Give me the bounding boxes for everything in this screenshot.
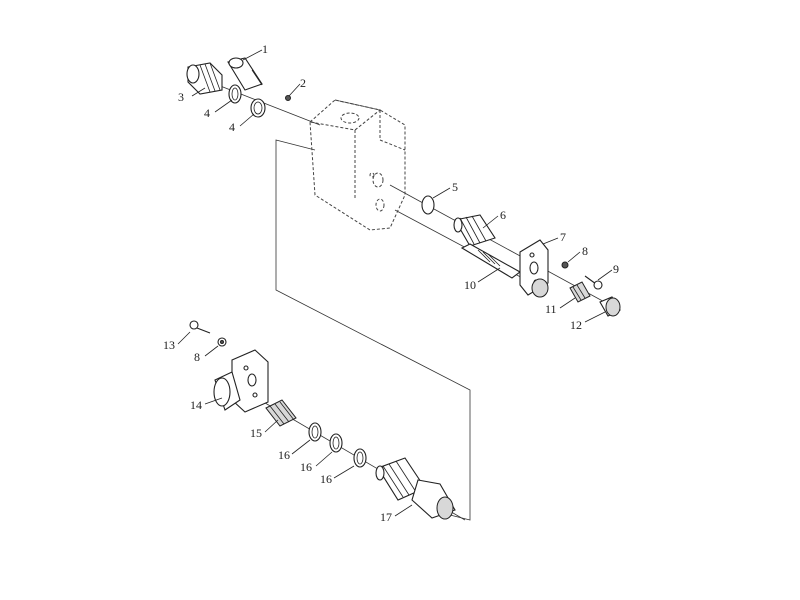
part-4-o-ring-a: [228, 84, 242, 104]
part-8-washer-lower-hole: [220, 340, 224, 344]
part-15-spring: [265, 399, 297, 427]
callout-3: 3: [178, 90, 184, 104]
part-16-o-ring-b-inner: [332, 436, 340, 450]
connector-bracket-line: [275, 139, 471, 521]
callout-6: 6: [500, 208, 506, 222]
part-11-spring: [569, 281, 591, 303]
callout-4-b: 4: [229, 120, 235, 134]
part-16-o-ring-a: [308, 422, 322, 442]
callout-10: 10: [464, 278, 476, 292]
part-17-cartridge-valve: [375, 457, 456, 520]
callout-13: 13: [163, 338, 175, 352]
part-5-o-ring: [421, 195, 435, 215]
part-16-o-ring-c-inner: [356, 451, 364, 465]
callout-8-upper: 8: [582, 244, 588, 258]
callout-12: 12: [570, 318, 582, 332]
part-9-screw: [584, 275, 603, 290]
callout-5: 5: [452, 180, 458, 194]
part-4-o-ring-b: [250, 98, 266, 118]
callout-8-lower: 8: [194, 350, 200, 364]
part-4-o-ring-b-inner: [253, 101, 263, 115]
callout-16-a: 16: [278, 448, 290, 462]
part-14-end-cover: [213, 349, 269, 413]
part-8-washer-upper: [561, 261, 569, 269]
callout-17: 17: [380, 510, 392, 524]
leader-lines: [177, 49, 613, 517]
callout-2: 2: [300, 76, 306, 90]
part-16-o-ring-a-inner: [311, 425, 319, 439]
callout-9: 9: [613, 262, 619, 276]
part-12-cap: [599, 296, 621, 317]
part-4-o-ring-a-inner: [231, 87, 239, 101]
callout-7: 7: [560, 230, 566, 244]
part-13-bolt: [189, 320, 211, 334]
part-7-flange-plate: [519, 239, 549, 298]
part-10-stem: [460, 243, 522, 279]
callout-1: 1: [262, 42, 268, 56]
part-6-spool: [453, 214, 496, 247]
callout-16-b: 16: [300, 460, 312, 474]
part-3-plug: [186, 62, 223, 95]
part-1-pin: [227, 57, 263, 91]
part-16-o-ring-b: [329, 433, 343, 453]
callout-16-c: 16: [320, 472, 332, 486]
callout-4-a: 4: [204, 106, 210, 120]
callout-11: 11: [545, 302, 557, 316]
callout-15: 15: [250, 426, 262, 440]
part-16-o-ring-c: [353, 448, 367, 468]
callout-14: 14: [190, 398, 202, 412]
part-2-ball: [285, 95, 291, 101]
valve-body: [309, 99, 406, 231]
